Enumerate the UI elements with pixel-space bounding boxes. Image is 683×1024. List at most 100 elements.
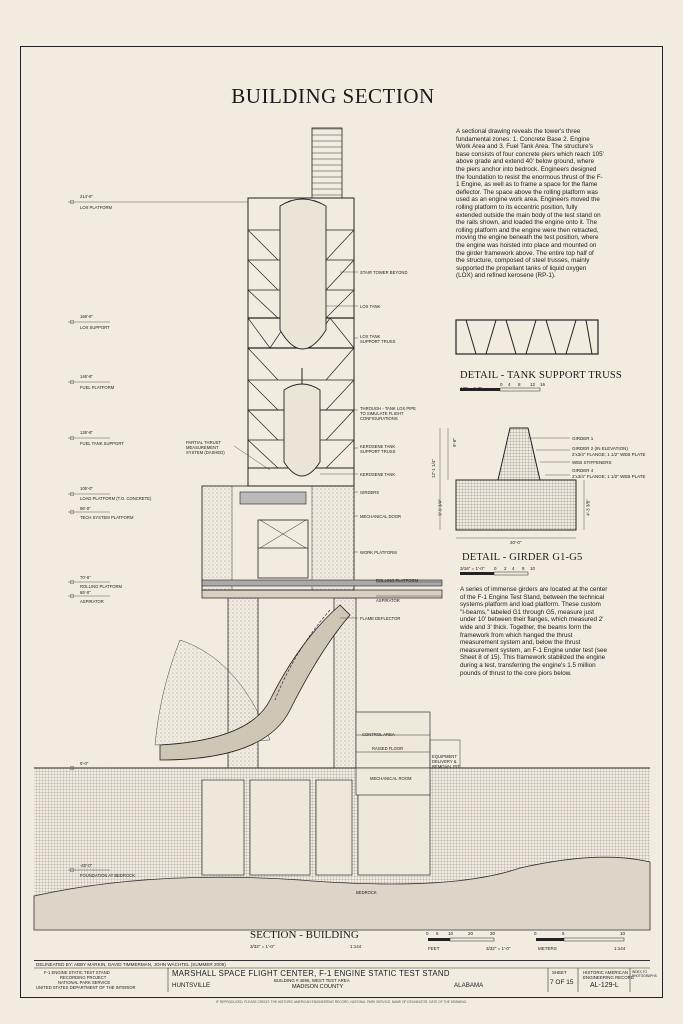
truss-tick-1: 4 [508, 382, 511, 387]
girder-tick-1: 2 [504, 566, 507, 571]
feet-tick-3: 20 [468, 931, 474, 936]
credit-footnote: IF REPRODUCED, PLEASE CREDIT: THE HISTOR… [216, 1000, 467, 1004]
level-elev-4: 126'-8" [80, 430, 93, 435]
project-line-2: RECORDING PROJECT [60, 975, 107, 980]
callout-rolling-platform: ROLLING PLATFORM [376, 578, 419, 583]
girder-tick-3: 8 [522, 566, 525, 571]
room-mechanical: MECHANICAL ROOM [370, 776, 412, 781]
level-name-6: TECH SYSTEM PLATFORM [80, 515, 134, 520]
meters-ratio: 1:144 [614, 946, 626, 951]
section-ratio: 1:144 [350, 944, 362, 949]
girder-tick-4: 10 [530, 566, 536, 571]
level-name-4: FUEL TANK SUPPORT [80, 441, 124, 446]
level-elev-6: 96'-0" [80, 506, 91, 511]
girder-note-1: GIRDER 1 [572, 436, 594, 441]
girder-description-text: A series of immense girders are located … [460, 586, 608, 677]
foundation-piers [201, 779, 431, 876]
level-name-5: LOAD PLATFORM (T.O. CONCRETE) [80, 496, 152, 501]
meters-tick-0: 0 [534, 931, 537, 936]
feet-tick-4: 30 [490, 931, 496, 936]
meters-tick-2: 10 [620, 931, 626, 936]
record-number: AL-129-L [590, 982, 619, 989]
level-name-10: FOUNDATION AT BEDROCK [80, 873, 136, 878]
girder-tick-0: 0 [494, 566, 497, 571]
truss-tick-4: 16 [540, 382, 546, 387]
feet-tick-2: 10 [448, 931, 454, 936]
drawing-border [20, 46, 663, 998]
level-name-3: FUEL PLATFORM [80, 385, 115, 390]
truss-tick-2: 8 [518, 382, 521, 387]
truss-detail-title: DETAIL - TANK SUPPORT TRUSS [460, 370, 622, 381]
truss-detail [455, 319, 599, 392]
girder-detail [439, 427, 585, 576]
girder-note-2: GIRDER 2 (IN ELEVATION) [572, 446, 628, 451]
structure-name: MARSHALL SPACE FLIGHT CENTER, F-1 ENGINE… [172, 969, 450, 978]
feet-scale: 3/32" = 1'-0" [486, 946, 511, 951]
room-delivery-pit: EQUIPMENT DELIVERY & REMOVAL PIT [432, 754, 460, 769]
section-title: SECTION - BUILDING [250, 929, 359, 941]
callout-work-platform: WORK PLATFORM [360, 550, 397, 555]
callout-mechanical-door: MECHANICAL DOOR [360, 514, 402, 519]
level-elev-10: -40'-0" [80, 863, 93, 868]
structure-sub-2: MADISON COUNTY [292, 984, 344, 990]
sheet-label: SHEET [552, 970, 567, 975]
girder-note-5: GIRDER 4 [572, 468, 594, 473]
level-elev-7: 70'-6" [80, 575, 91, 580]
index-label: INDEX TO PHOTOGRAPHS [632, 970, 657, 978]
level-elev-5: 105'-0" [80, 486, 93, 491]
level-name-8: ASPIRATOR [80, 599, 104, 604]
title-block: DELINEATED BY: ABBY MARKIN, DAVID TIMMER… [34, 960, 657, 993]
meters-tick-1: 5 [562, 931, 565, 936]
callout-aspirator: ASPIRATOR [376, 598, 400, 603]
girder-detail-scale: 3/16" = 1'-0" [460, 566, 485, 571]
truss-tick-0: 0 [500, 382, 503, 387]
section-scale: 3/32" = 1'-0" [250, 944, 275, 949]
feet-tick-0: 0 [426, 931, 429, 936]
level-elev-9: 0'-0" [80, 761, 89, 766]
project-line-3: NATIONAL PARK SERVICE [58, 980, 111, 985]
feet-tick-1: 5 [436, 931, 439, 936]
callout-leaders [233, 271, 442, 619]
girder-dim-4: 4'-3 3/8" [585, 499, 591, 516]
callout-flame-deflector: FLAME DEFLECTOR [360, 616, 401, 621]
level-name-2: LOX SUPPORT [80, 325, 110, 330]
callout-lox-pipe: THROUGH - TANK LOX PIPE TO SIMULATE FLIG… [360, 406, 416, 421]
room-raised-floor: RAISED FLOOR [372, 746, 404, 751]
engine-work-area [201, 485, 443, 591]
level-elev-3: 146'-8" [80, 374, 93, 379]
tower-trusses [247, 127, 355, 487]
project-line-4: UNITED STATES DEPARTMENT OF THE INTERIOR [36, 985, 136, 990]
girder-note-4: WEB STIFFENERS [572, 460, 612, 465]
girder-note-6: 2'x3/4" FLANGE; 1 1/2" WEB PLATE [572, 474, 646, 479]
girder-detail-title: DETAIL - GIRDER G1-G5 [462, 552, 583, 563]
meters-label: METERS [538, 946, 557, 951]
callout-girders: GIRDERS [360, 490, 380, 495]
room-control-area: CONTROL AREA [362, 732, 395, 737]
level-name-1: LOX PLATFORM [80, 205, 113, 210]
level-elev-2: 168'-8" [80, 314, 93, 319]
girder-tick-2: 4 [512, 566, 515, 571]
callout-thrust-system: PARTIAL THRUST MEASUREMENT SYSTEM (DASHE… [186, 440, 225, 455]
project-line-1: F-1 ENGINE STATIC TEST STAND [44, 970, 110, 975]
state: ALABAMA [454, 982, 484, 989]
title-block-lines [34, 967, 650, 992]
level-markers [68, 199, 248, 873]
girder-dim-3: 9'-9 3/4" [437, 499, 443, 516]
description-text: A sectional drawing reveals the tower's … [456, 128, 604, 280]
callout-lox-truss: LOX TANK SUPPORT TRUSS [360, 334, 396, 344]
record-line-1: HISTORIC AMERICAN [583, 970, 629, 975]
city: HUNTSVILLE [172, 982, 211, 989]
girder-dim-1: 9'-6" [451, 438, 457, 447]
bedrock-label: BEDROCK [356, 890, 377, 895]
scale-bars [428, 937, 625, 942]
truss-detail-scale: 1/8" = 1'-0" [460, 386, 482, 391]
girder-dim-2: 12'-1 1/4" [430, 459, 436, 478]
delineated-by: DELINEATED BY: ABBY MARKIN, DAVID TIMMER… [36, 962, 226, 967]
callout-lox-tank: LOX TANK [360, 304, 381, 309]
level-name-7: ROLLING PLATFORM [80, 584, 123, 589]
structure-sub-1: BUILDING # 4696, WEST TEST AREA [274, 978, 350, 983]
callout-stair-tower: STAIR TOWER BEYOND [360, 270, 408, 275]
girder-note-3: 2'x3/4" FLANGE; 1 1/2" WEB PLATE [572, 452, 646, 457]
truss-tick-3: 12 [530, 382, 536, 387]
